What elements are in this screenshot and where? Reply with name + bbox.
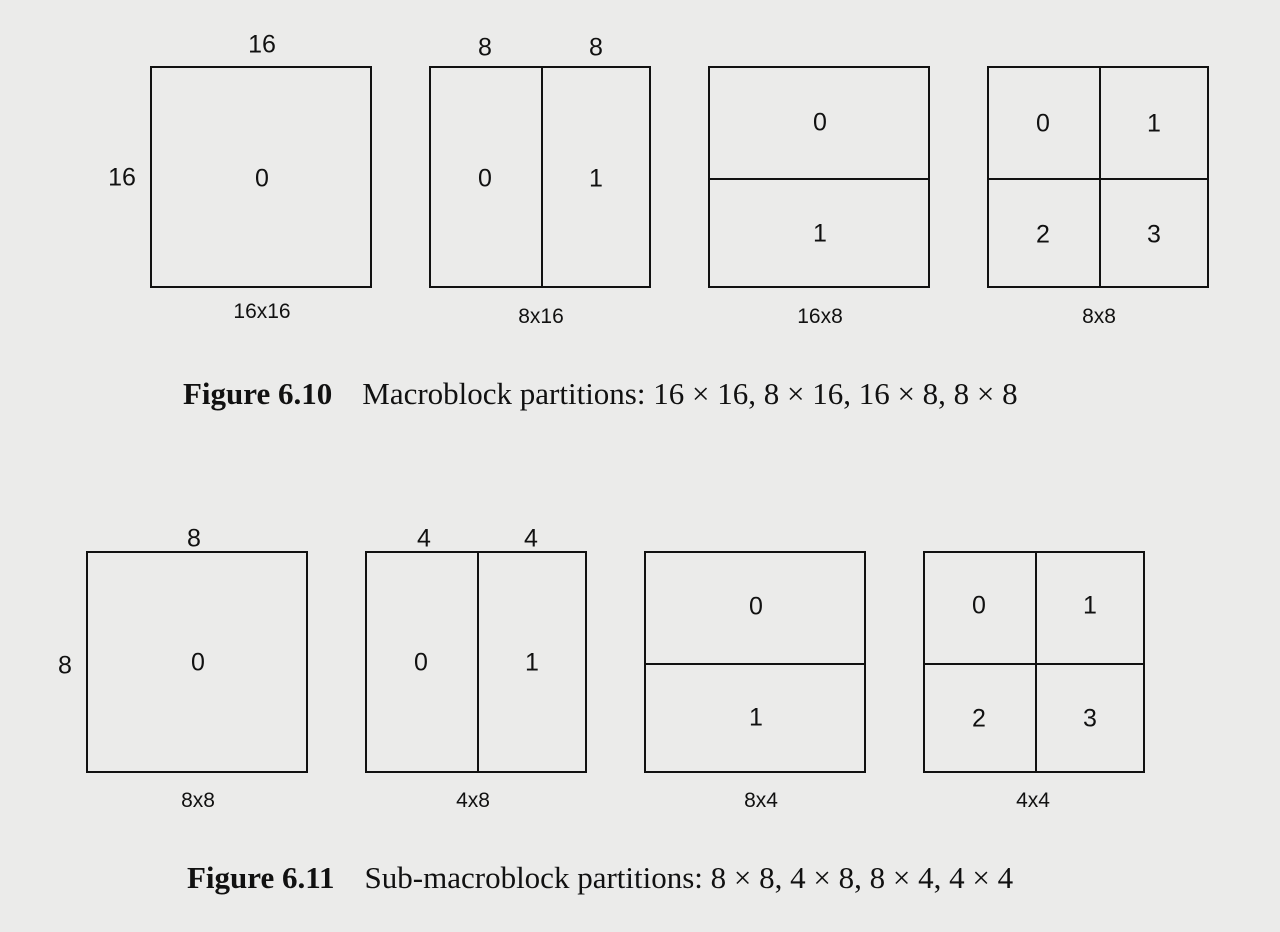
partition-index: 1 [589, 164, 603, 193]
caption-text: Sub-macroblock partitions: 8 × 8, 4 × 8,… [364, 860, 1014, 895]
partition-index: 1 [749, 703, 763, 732]
partition-index: 0 [414, 648, 428, 677]
partition-block [150, 66, 372, 288]
partition-index: 1 [1083, 591, 1097, 620]
figure-number: Figure 6.10 [183, 376, 333, 411]
vertical-divider [541, 68, 543, 286]
partition-size-label: 8x8 [1082, 305, 1116, 328]
partition-block [987, 66, 1209, 288]
horizontal-divider [710, 178, 928, 180]
partition-index: 0 [749, 592, 763, 621]
partition-size-label: 8x8 [181, 789, 215, 812]
partition-index: 3 [1083, 704, 1097, 733]
partition-index: 0 [191, 648, 205, 677]
partition-index: 1 [525, 648, 539, 677]
partition-index: 2 [972, 704, 986, 733]
partition-block [923, 551, 1145, 773]
top-dimension-label: 4 [417, 524, 431, 553]
partition-size-label: 16x8 [797, 305, 843, 328]
partition-size-label: 4x4 [1016, 789, 1050, 812]
partition-index: 3 [1147, 220, 1161, 249]
top-dimension-label: 8 [478, 33, 492, 62]
partition-index: 1 [813, 219, 827, 248]
partition-index: 0 [1036, 109, 1050, 138]
horizontal-divider [925, 663, 1143, 665]
partition-block [86, 551, 308, 773]
partition-index: 1 [1147, 109, 1161, 138]
top-dimension-label: 8 [187, 524, 201, 553]
side-dimension-label: 16 [108, 163, 136, 192]
figure-caption: Figure 6.10 Macroblock partitions: 16 × 1… [183, 376, 1018, 412]
top-dimension-label: 8 [589, 33, 603, 62]
top-dimension-label: 4 [524, 524, 538, 553]
horizontal-divider [646, 663, 864, 665]
vertical-divider [1099, 68, 1101, 286]
partition-size-label: 4x8 [456, 789, 490, 812]
caption-text: Macroblock partitions: 16 × 16, 8 × 16, … [362, 376, 1018, 411]
partition-index: 0 [972, 591, 986, 620]
partition-size-label: 16x16 [233, 300, 291, 323]
partition-index: 0 [478, 164, 492, 193]
side-dimension-label: 8 [58, 651, 72, 680]
figure-caption: Figure 6.11 Sub-macroblock partitions: 8 … [187, 860, 1013, 896]
partition-index: 0 [813, 108, 827, 137]
vertical-divider [477, 553, 479, 771]
partition-index: 2 [1036, 220, 1050, 249]
top-dimension-label: 16 [248, 30, 276, 59]
partition-size-label: 8x16 [518, 305, 564, 328]
partition-size-label: 8x4 [744, 789, 778, 812]
figure-number: Figure 6.11 [187, 860, 335, 895]
partition-block [365, 551, 587, 773]
vertical-divider [1035, 553, 1037, 771]
horizontal-divider [989, 178, 1207, 180]
partition-block [708, 66, 930, 288]
partition-block [429, 66, 651, 288]
partition-index: 0 [255, 164, 269, 193]
partition-block [644, 551, 866, 773]
